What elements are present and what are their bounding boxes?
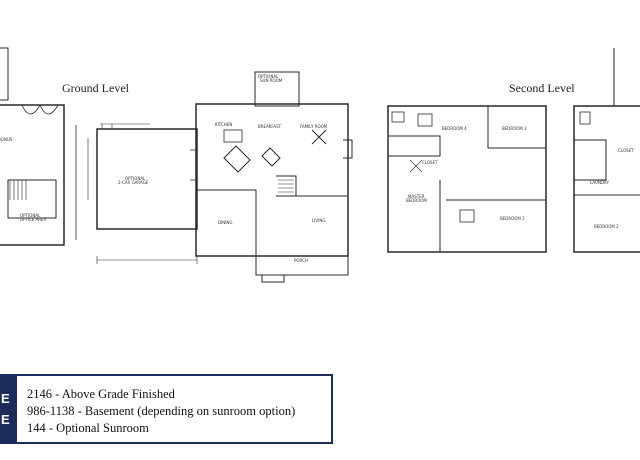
svg-text:CLOSET: CLOSET bbox=[618, 148, 634, 153]
svg-text:OPTIONAL: OPTIONAL bbox=[258, 74, 279, 79]
above-grade-area: 2146 - Above Grade Finished bbox=[27, 387, 175, 401]
svg-text:BEDROOM 2: BEDROOM 2 bbox=[594, 224, 619, 229]
second-level-label: Second Level bbox=[509, 81, 575, 95]
area-summary-panel: E E 2146 - Above Grade Finished 986-1138… bbox=[0, 374, 334, 444]
svg-text:OFFICE AREA: OFFICE AREA bbox=[20, 217, 47, 222]
svg-text:KITCHEN: KITCHEN bbox=[215, 122, 232, 127]
area-summary-box: 2146 - Above Grade Finished 986-1138 - B… bbox=[17, 374, 333, 444]
svg-text:LAUNDRY: LAUNDRY bbox=[590, 180, 610, 185]
second-floor-plan bbox=[387, 105, 547, 253]
svg-text:FAMILY ROOM: FAMILY ROOM bbox=[300, 124, 328, 129]
floor-plan-drawings: BONUS OPTIONAL OFFICE AREA OPTIONAL 2-CA… bbox=[0, 47, 640, 283]
optional-second-floor-plan bbox=[573, 48, 640, 253]
svg-text:BEDROOM: BEDROOM bbox=[406, 198, 427, 203]
sunroom-area: 144 - Optional Sunroom bbox=[27, 421, 149, 435]
svg-text:BREAKFAST: BREAKFAST bbox=[258, 124, 282, 129]
svg-text:BEDROOM 2: BEDROOM 2 bbox=[500, 216, 525, 221]
basement-area: 986-1138 - Basement (depending on sunroo… bbox=[27, 404, 296, 418]
svg-text:OPTIONAL: OPTIONAL bbox=[20, 213, 41, 218]
svg-text:2-CAR GARAGE: 2-CAR GARAGE bbox=[118, 180, 149, 185]
svg-text:BONUS: BONUS bbox=[0, 137, 13, 142]
svg-text:DINING: DINING bbox=[218, 220, 233, 225]
svg-text:BEDROOM 4: BEDROOM 4 bbox=[442, 126, 467, 131]
floor-plan-svg: BONUS OPTIONAL OFFICE AREA OPTIONAL 2-CA… bbox=[0, 47, 640, 283]
svg-text:BEDROOM 3: BEDROOM 3 bbox=[502, 126, 527, 131]
svg-text:MASTER: MASTER bbox=[408, 194, 425, 199]
stripe-letter: E bbox=[1, 391, 10, 406]
svg-text:CLOSET: CLOSET bbox=[422, 160, 438, 165]
area-summary-stripe: E E bbox=[0, 374, 17, 444]
svg-text:SUN ROOM: SUN ROOM bbox=[260, 78, 283, 83]
ground-floor-plan bbox=[195, 71, 353, 283]
ground-level-label: Ground Level bbox=[62, 81, 129, 95]
garage-plan bbox=[87, 123, 198, 264]
svg-text:PORCH: PORCH bbox=[294, 258, 308, 263]
svg-text:OPTIONAL: OPTIONAL bbox=[125, 176, 146, 181]
stripe-letter: E bbox=[1, 412, 10, 427]
basement-plan bbox=[0, 47, 77, 246]
svg-text:LIVING: LIVING bbox=[312, 218, 325, 223]
